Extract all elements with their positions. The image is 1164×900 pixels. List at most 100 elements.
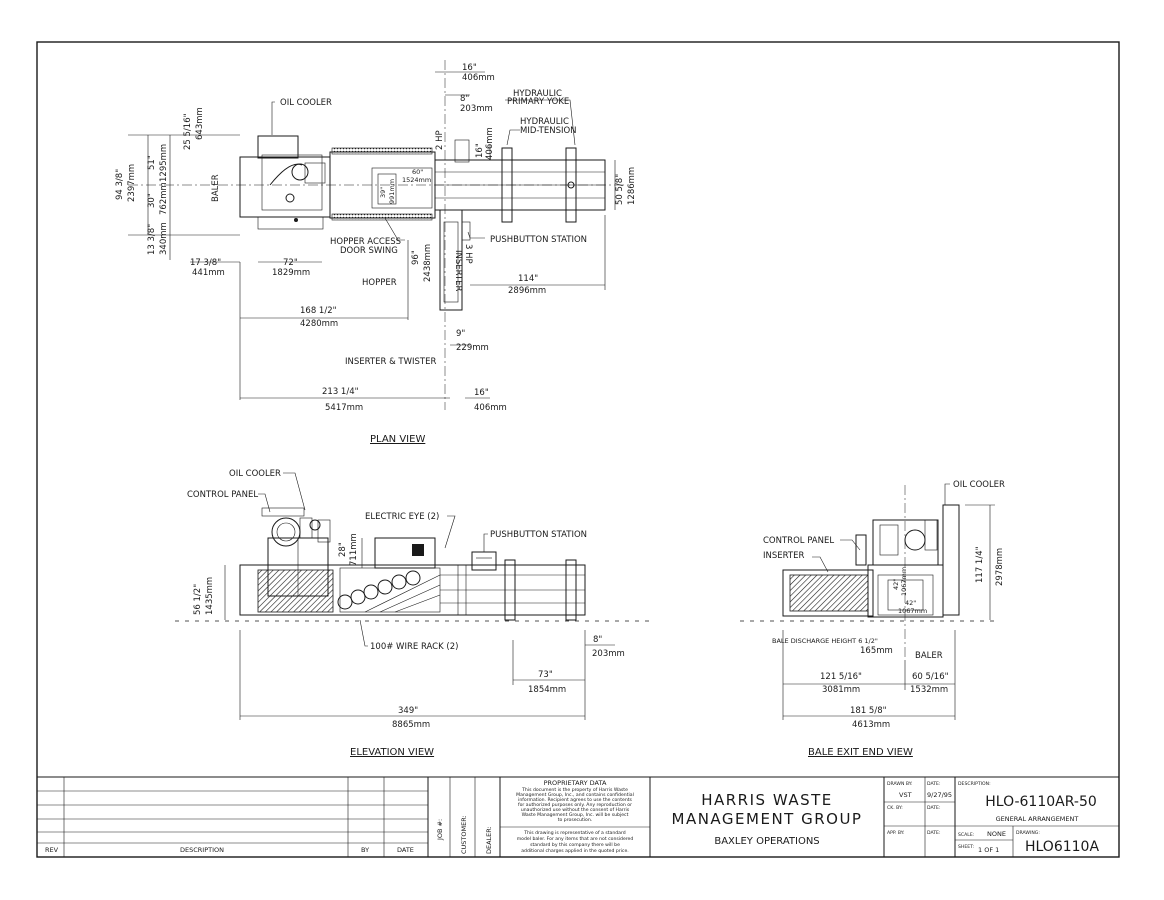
- rev-header: REV: [45, 846, 59, 854]
- proprietary-line-6: Waste Management Group, Inc. will be sub…: [522, 812, 629, 818]
- plan-dim-1829: 1829mm: [272, 268, 310, 278]
- proprietary-line-5: unauthorized use without the consent of …: [521, 807, 630, 813]
- exit-dim-165: 165mm: [860, 646, 893, 656]
- plan-dim-39: 39": [379, 187, 387, 198]
- plan-dim-94: 94 3/8": [115, 169, 125, 200]
- plan-dim-30: 30": [147, 193, 157, 208]
- plan-label-hopper-access-2: DOOR SWING: [340, 246, 398, 256]
- plan-label-inserter-vertical: INSERTER: [453, 250, 463, 291]
- plan-dim-17: 17 3/8": [190, 258, 221, 268]
- exit-dim-1067b: 1067mm: [898, 607, 927, 615]
- title-block: REV DESCRIPTION BY DATE JOB #: CUSTOMER:…: [37, 776, 1119, 857]
- date-value: 9/27/95: [927, 791, 952, 799]
- description-label: DESCRIPTION:: [958, 781, 991, 787]
- drawing-description: GENERAL ARRANGEMENT: [996, 815, 1079, 823]
- plan-dim-50: 50 5/8": [615, 174, 625, 205]
- plan-dim-340: 340mm: [159, 222, 169, 255]
- sheet-label: SHEET:: [958, 844, 974, 850]
- plan-dim-4280: 4280mm: [300, 319, 338, 329]
- elev-dim-711: 711mm: [349, 533, 359, 566]
- model-number: HLO-6110AR-50: [985, 794, 1097, 810]
- representative-line-1: This drawing is representative of a stan…: [523, 830, 626, 836]
- plan-dim-406-bot: 406mm: [474, 403, 507, 413]
- proprietary-line-2: Management Group, Inc., and contains con…: [516, 792, 634, 798]
- plan-label-hopper-access-1: HOPPER ACCESS: [330, 237, 401, 247]
- plan-dim-96: 96": [411, 250, 421, 265]
- plan-dim-2438: 2438mm: [423, 244, 433, 282]
- exit-dim-121: 121 5/16": [820, 672, 862, 682]
- exit-dim-2978: 2978mm: [995, 548, 1005, 586]
- drawing-number: HLO6110A: [1025, 839, 1099, 855]
- exit-dim-3081: 3081mm: [822, 685, 860, 695]
- elev-label-oil-cooler: OIL COOLER: [229, 469, 281, 479]
- exit-dim-42a: 42": [892, 579, 900, 590]
- proprietary-line-4: for authorized purposes only. Any reprod…: [518, 802, 632, 808]
- plan-dim-406-top: 406mm: [462, 73, 495, 83]
- customer-header: CUSTOMER:: [460, 815, 468, 854]
- plan-label-2hp: 2 HP: [435, 130, 445, 150]
- plan-dim-5417: 5417mm: [325, 403, 363, 413]
- proprietary-title: PROPRIETARY DATA: [544, 779, 607, 787]
- exit-dim-4613: 4613mm: [852, 720, 890, 730]
- elev-dim-28: 28": [338, 542, 348, 557]
- plan-hopper-ribs-top: [331, 147, 433, 221]
- plan-dim-762: 762mm: [159, 182, 169, 215]
- exit-dim-1067a: 1067mm: [900, 567, 908, 596]
- plan-dim-72: 72": [283, 258, 298, 268]
- by-header: BY: [361, 846, 369, 854]
- plan-view-title: PLAN VIEW: [370, 434, 425, 445]
- elev-dim-349: 349": [398, 706, 418, 716]
- exit-dim-1532: 1532mm: [910, 685, 948, 695]
- dealer-header: DEALER:: [485, 826, 493, 854]
- plan-dim-203-top: 203mm: [460, 104, 493, 114]
- app-by-label: APP. BY:: [887, 830, 905, 836]
- plan-dim-1295: 1295mm: [159, 144, 169, 182]
- plan-dim-9: 9": [456, 329, 465, 339]
- plan-dim-2896: 2896mm: [508, 286, 546, 296]
- plan-dim-1524: 1524mm: [402, 176, 431, 184]
- plan-dim-16-mid: 16": [475, 143, 485, 158]
- exit-label-control-panel: CONTROL PANEL: [763, 536, 834, 546]
- plan-dim-441: 441mm: [192, 268, 225, 278]
- plan-label-hopper: HOPPER: [362, 278, 397, 288]
- drawn-by-label: DRAWN BY:: [887, 781, 913, 787]
- elev-label-pushbutton: PUSHBUTTON STATION: [490, 530, 587, 540]
- plan-label-hydraulic-primary-1: HYDRAULIC: [513, 89, 562, 99]
- elev-dim-8: 8": [593, 635, 602, 645]
- plan-dim-406-mid: 406mm: [485, 127, 495, 160]
- representative-line-2: model baler. For any items that are not …: [517, 836, 634, 842]
- plan-dim-16-bot: 16": [474, 388, 489, 398]
- ck-date-label: DATE:: [927, 805, 941, 811]
- exit-dim-181: 181 5/8": [850, 706, 887, 716]
- plan-dim-643: 643mm: [195, 107, 205, 140]
- elev-dim-73: 73": [538, 670, 553, 680]
- plan-dim-25: 25 5/16": [183, 113, 193, 150]
- elevation-view-title: ELEVATION VIEW: [350, 747, 434, 758]
- plan-dim-60: 60": [412, 168, 423, 176]
- sheet-border: [36, 41, 1120, 858]
- elev-dim-1854: 1854mm: [528, 685, 566, 695]
- representative-line-3: standard by this company there will be: [530, 842, 620, 848]
- plan-dim-8-top: 8": [460, 94, 469, 104]
- description-header: DESCRIPTION: [180, 846, 224, 854]
- exit-label-inserter: INSERTER: [763, 551, 804, 561]
- plan-label-hydraulic-mid-1: HYDRAULIC: [520, 117, 569, 127]
- proprietary-line-1: This document is the property of Harris …: [521, 787, 628, 793]
- scale-label: SCALE:: [958, 832, 975, 838]
- representative-line-4: additional charges applied in the quoted…: [521, 848, 629, 854]
- plan-dim-114: 114": [518, 274, 538, 284]
- plan-label-pushbutton-station: PUSHBUTTON STATION: [490, 235, 587, 245]
- proprietary-line-7: to prosecution.: [558, 817, 593, 823]
- plan-label-hydraulic-primary-2: PRIMARY YOKE: [507, 97, 569, 107]
- exit-dim-60: 60 5/16": [912, 672, 949, 682]
- drawing-label: DRAWING:: [1016, 830, 1040, 836]
- plan-dim-991: 991mm: [388, 179, 396, 204]
- plan-dim-168: 168 1/2": [300, 306, 337, 316]
- drawn-by-value: VST: [899, 791, 912, 799]
- elev-label-electric-eye: ELECTRIC EYE (2): [365, 512, 439, 522]
- plan-dim-16-top: 16": [462, 63, 477, 73]
- plan-dim-13: 13 3/8": [147, 224, 157, 255]
- company-name-line-3: BAXLEY OPERATIONS: [714, 836, 819, 847]
- plan-dim-229: 229mm: [456, 343, 489, 353]
